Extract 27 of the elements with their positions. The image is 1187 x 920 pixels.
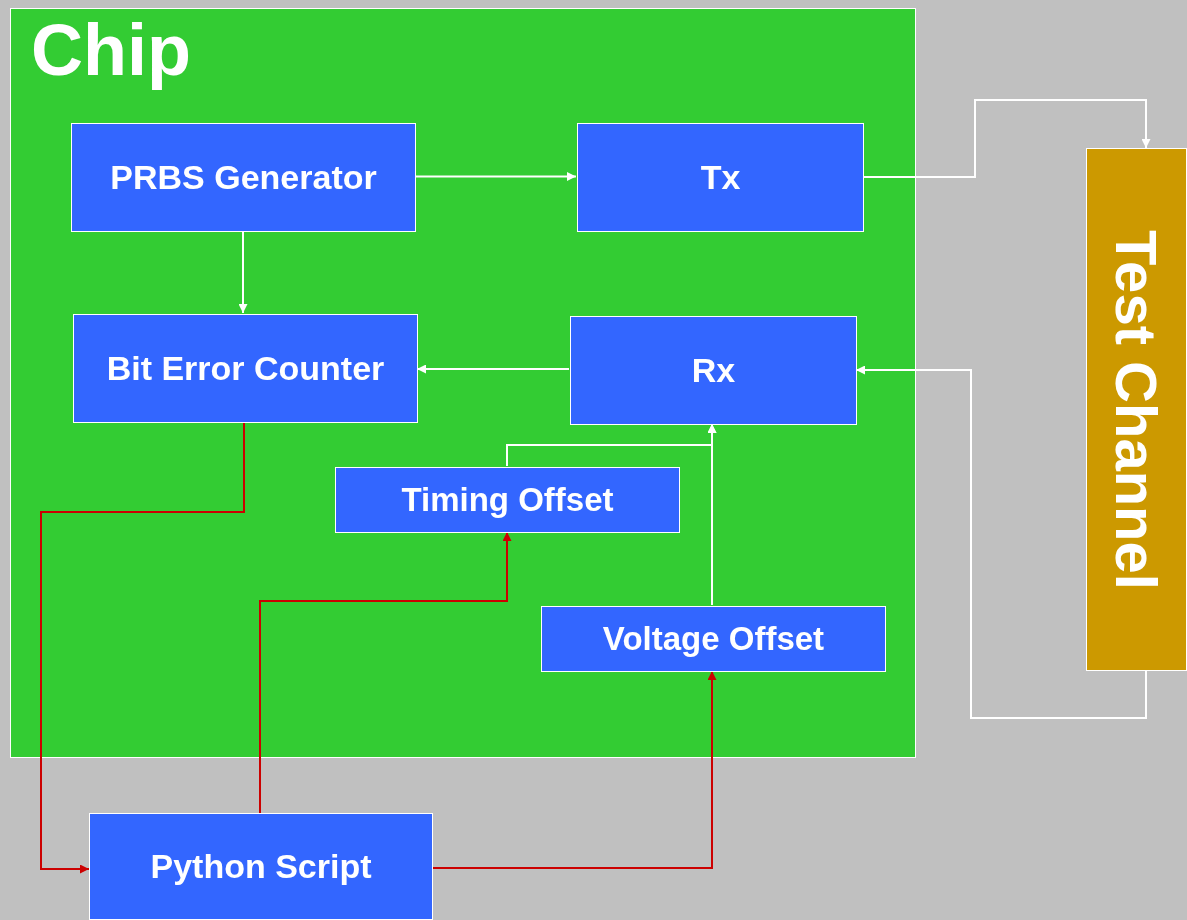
arrow (707, 423, 717, 606)
channel-bar (1086, 148, 1187, 671)
process-box (73, 314, 418, 423)
panel-title: Chip (31, 11, 191, 91)
box-label: Voltage Offset (602, 620, 825, 658)
arrow (238, 230, 248, 314)
arrow (414, 172, 577, 181)
arrow (432, 670, 717, 869)
process-box (71, 123, 416, 232)
box-label: Python Script (150, 847, 372, 886)
box-label: PRBS Generator (110, 158, 377, 197)
arrow (40, 421, 245, 874)
box-label: Bit Error Counter (106, 349, 385, 388)
arrow (862, 99, 1151, 178)
box-label: Timing Offset (401, 481, 614, 519)
process-box (89, 813, 433, 920)
box-label: Rx (691, 351, 736, 390)
process-box (570, 316, 857, 425)
process-box (335, 467, 680, 533)
process-box (577, 123, 864, 232)
process-box (541, 606, 886, 672)
arrow (259, 531, 512, 814)
channel-label: Test Channel (1103, 229, 1170, 590)
arrow (855, 365, 1147, 719)
box-label: Tx (700, 158, 741, 197)
arrow (416, 364, 570, 374)
chip-panel (10, 8, 916, 758)
